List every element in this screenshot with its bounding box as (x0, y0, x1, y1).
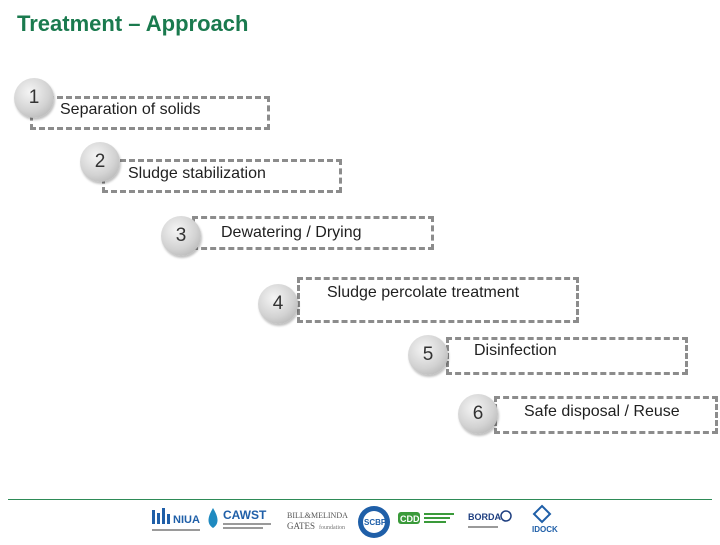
gates-foundation-logo: BILL&MELINDA GATES foundation (285, 504, 355, 538)
step-number-circle-1: 1 (14, 78, 54, 118)
svg-text:SCBP: SCBP (364, 518, 387, 527)
step-box-3 (192, 216, 434, 250)
step-number-4: 4 (272, 293, 284, 314)
borda-logo: BORDA (466, 504, 514, 538)
page-title: Treatment – Approach (17, 11, 249, 36)
svg-text:foundation: foundation (319, 524, 345, 531)
step-label-4: Sludge percolate treatment (327, 284, 520, 301)
step-box-1 (30, 96, 270, 130)
svg-text:NIUA: NIUA (173, 514, 200, 526)
svg-text:BORDA: BORDA (468, 512, 501, 522)
step-box-6 (494, 396, 718, 434)
svg-text:BILL&MELINDA: BILL&MELINDA (287, 511, 348, 520)
step-label-5: Disinfection (474, 342, 557, 359)
step-number-1: 1 (28, 87, 40, 108)
svg-text:IDOCK: IDOCK (532, 525, 558, 534)
svg-text:GATES: GATES (287, 521, 315, 531)
scbp-logo: SCBP (356, 504, 392, 538)
step-label-2: Sludge stabilization (128, 165, 266, 182)
step-label-3: Dewatering / Drying (221, 224, 362, 241)
step-label-6: Safe disposal / Reuse (524, 403, 680, 420)
svg-text:CDD: CDD (400, 514, 420, 524)
step-number-3: 3 (175, 225, 187, 246)
cdd-logo: CDD (396, 504, 460, 538)
svg-text:CAWST: CAWST (223, 508, 267, 522)
step-number-circle-4: 4 (258, 284, 298, 324)
partner-logos: NIUA CAWST BILL&MELINDA GATES foundation… (0, 504, 720, 540)
step-number-2: 2 (94, 151, 106, 172)
step-number-circle-3: 3 (161, 216, 201, 256)
step-label-1: Separation of solids (60, 101, 201, 118)
step-number-circle-6: 6 (458, 394, 498, 434)
step-box-5 (446, 337, 688, 375)
step-number-circle-5: 5 (408, 335, 448, 375)
cawst-logo: CAWST (205, 504, 275, 538)
step-number-6: 6 (472, 403, 484, 424)
step-box-2 (102, 159, 342, 193)
step-number-circle-2: 2 (80, 142, 120, 182)
footer-divider (8, 499, 712, 500)
step-number-5: 5 (422, 344, 434, 365)
niua-logo: NIUA (150, 504, 202, 538)
step-box-4 (297, 277, 579, 323)
idock-logo: IDOCK (530, 504, 570, 538)
